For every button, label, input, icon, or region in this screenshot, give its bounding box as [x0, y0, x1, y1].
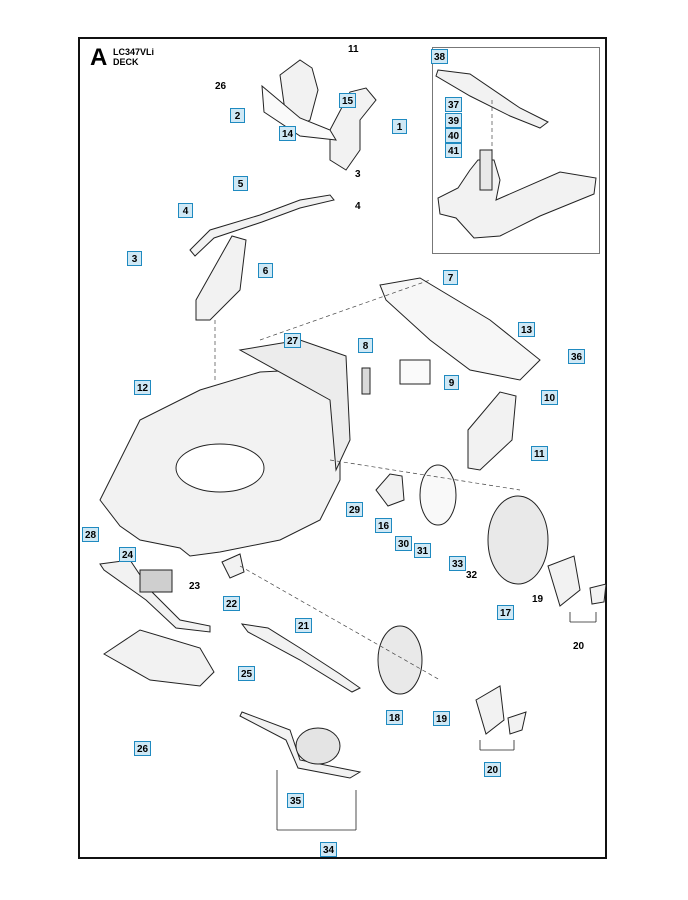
callout-35[interactable]: 35 [287, 793, 305, 808]
callout-30[interactable]: 30 [395, 536, 413, 551]
rear-wheel [487, 495, 549, 585]
callout-31[interactable]: 31 [414, 543, 432, 558]
callout-29[interactable]: 29 [346, 502, 364, 517]
rear-hubcap [547, 555, 581, 607]
gearbox-housing [295, 727, 341, 765]
section-letter: A [90, 44, 108, 71]
callout-17[interactable]: 17 [497, 605, 515, 620]
spring [361, 367, 371, 395]
callout-28[interactable]: 28 [82, 527, 100, 542]
callout-8[interactable]: 8 [358, 338, 373, 353]
callout-26[interactable]: 26 [134, 741, 152, 756]
callout-7[interactable]: 7 [443, 270, 458, 285]
callout-38[interactable]: 38 [431, 49, 449, 64]
callout-24[interactable]: 24 [119, 547, 137, 562]
leader-flap-top [259, 279, 431, 341]
callout-27[interactable]: 27 [284, 333, 302, 348]
rear-hubcap-cover [589, 583, 607, 605]
callout-2[interactable]: 2 [230, 108, 245, 123]
callout-14[interactable]: 14 [279, 126, 297, 141]
callout-22[interactable]: 22 [223, 596, 241, 611]
height-rod [189, 194, 335, 257]
callout-37[interactable]: 37 [445, 97, 463, 112]
front-hubcap [475, 685, 505, 735]
callout-36[interactable]: 36 [568, 349, 586, 364]
callout-39[interactable]: 39 [445, 113, 463, 128]
cutting-blade [435, 69, 549, 129]
right-bracket [467, 391, 517, 471]
callout-4[interactable]: 4 [178, 203, 193, 218]
deflector-plate [399, 359, 431, 385]
callout-21[interactable]: 21 [295, 618, 313, 633]
callout-34[interactable]: 34 [320, 842, 338, 857]
front-axle [240, 623, 361, 693]
callout-19[interactable]: 19 [433, 711, 451, 726]
callout-25[interactable]: 25 [238, 666, 256, 681]
label-20-rear: 20 [573, 641, 585, 652]
callout-12[interactable]: 12 [134, 380, 152, 395]
callout-11[interactable]: 11 [531, 446, 548, 461]
callout-5[interactable]: 5 [233, 176, 248, 191]
callout-33[interactable]: 33 [449, 556, 467, 571]
callout-3[interactable]: 3 [127, 251, 142, 266]
blade-adapter [437, 159, 597, 239]
callout-18[interactable]: 18 [386, 710, 404, 725]
front-skid-plate [103, 629, 215, 687]
label-3-right: 3 [355, 169, 361, 180]
rear-flap [379, 277, 541, 381]
front-wheel [377, 625, 423, 695]
leader-rear-axle [239, 565, 441, 681]
callout-20[interactable]: 20 [484, 762, 502, 777]
front-bumper-pad [139, 569, 173, 593]
diagram-frame [78, 37, 607, 859]
label-23: 23 [189, 581, 201, 592]
callout-1[interactable]: 1 [392, 119, 407, 134]
deck-motor-opening [175, 443, 265, 493]
label-11-top: 11 [348, 44, 359, 55]
callout-15[interactable]: 15 [339, 93, 357, 108]
gear-bracket [375, 473, 405, 507]
callout-6[interactable]: 6 [258, 263, 273, 278]
label-26-top: 26 [215, 81, 227, 92]
rear-hub-disc [419, 464, 457, 526]
front-hubcap-cover [507, 711, 527, 735]
left-bracket [195, 235, 247, 321]
label-19-rear: 19 [532, 594, 544, 605]
label-4-right: 4 [355, 201, 361, 212]
label-32: 32 [466, 570, 478, 581]
callout-41[interactable]: 41 [445, 143, 463, 158]
drive-shaft [239, 711, 362, 779]
front-bracket-clip [221, 553, 245, 579]
adapter-shaft [479, 149, 493, 191]
blade-inset-frame [432, 47, 600, 254]
handle-grip [329, 87, 377, 171]
assembly-title: DECK [113, 57, 139, 67]
handle-lever [261, 84, 337, 141]
callout-16[interactable]: 16 [375, 518, 393, 533]
callout-9[interactable]: 9 [444, 375, 459, 390]
callout-40[interactable]: 40 [445, 128, 463, 143]
callout-10[interactable]: 10 [541, 390, 559, 405]
callout-13[interactable]: 13 [518, 322, 536, 337]
model-title: LC347VLi [113, 47, 155, 57]
